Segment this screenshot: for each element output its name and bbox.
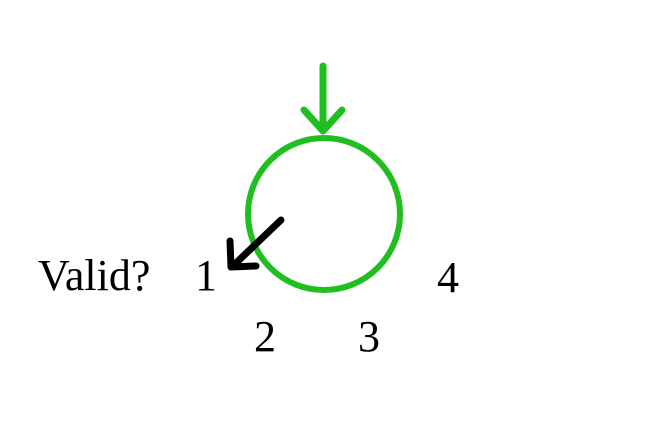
option-1-label[interactable]: 1 [195, 251, 217, 300]
outgoing-arrow [226, 216, 285, 271]
option-2-label[interactable]: 2 [254, 312, 276, 361]
incoming-arrow [300, 62, 346, 135]
loop-circle [245, 135, 403, 293]
option-4-label[interactable]: 4 [437, 253, 459, 302]
option-3-label[interactable]: 3 [358, 312, 380, 361]
question-label: Valid? [38, 251, 151, 300]
